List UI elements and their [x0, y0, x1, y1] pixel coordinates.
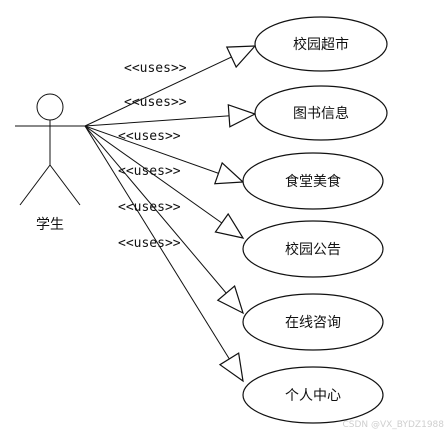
- associations: <<uses>> <<uses>> <<uses>> <<uses>> <<uses>>…: [84, 45, 257, 383]
- association-line: [84, 45, 256, 127]
- actor-name: 学生: [36, 217, 64, 233]
- association-line: [84, 125, 244, 239]
- arrowhead-icon: [225, 45, 257, 69]
- use-case-label: 在线咨询: [285, 315, 341, 331]
- use-case-label: 个人中心: [285, 388, 341, 404]
- association-line: [84, 113, 256, 127]
- stereotype-label: <<uses>>: [124, 95, 187, 110]
- actor-left-leg: [19, 164, 51, 206]
- use-case-ellipse: [242, 152, 384, 210]
- stereotype-label: <<uses>>: [118, 164, 181, 179]
- association-line: [84, 125, 244, 314]
- use-case-ellipse: [242, 366, 384, 424]
- use-case-label: 图书信息: [293, 105, 349, 122]
- use-case-ellipse: [254, 16, 388, 72]
- use-case-ellipse: [254, 85, 388, 141]
- arrowhead-icon: [213, 161, 245, 185]
- use-case-ellipse: [242, 293, 384, 351]
- actor-right-leg: [49, 164, 81, 206]
- stereotype-label: <<uses>>: [118, 200, 181, 215]
- stereotype-label: <<uses>>: [118, 236, 181, 251]
- stereotype-label: <<uses>>: [118, 129, 181, 144]
- arrowhead-icon: [214, 212, 245, 239]
- actor-head: [36, 93, 64, 121]
- use-case-ellipse: [242, 220, 384, 278]
- association-line: [84, 125, 244, 382]
- watermark: CSDN @VX_BYDZ1988: [342, 420, 444, 430]
- arrowhead-icon: [216, 284, 244, 315]
- stereotype-label: <<uses>>: [124, 61, 187, 76]
- actor: 学生: [15, 93, 85, 233]
- use-case-label: 校园公告: [285, 241, 341, 258]
- arrowhead-icon: [227, 103, 257, 128]
- use-case-label: 校园超市: [293, 36, 349, 53]
- use-case-label: 食堂美食: [285, 173, 341, 190]
- arrowhead-icon: [218, 352, 244, 383]
- association-line: [84, 125, 244, 183]
